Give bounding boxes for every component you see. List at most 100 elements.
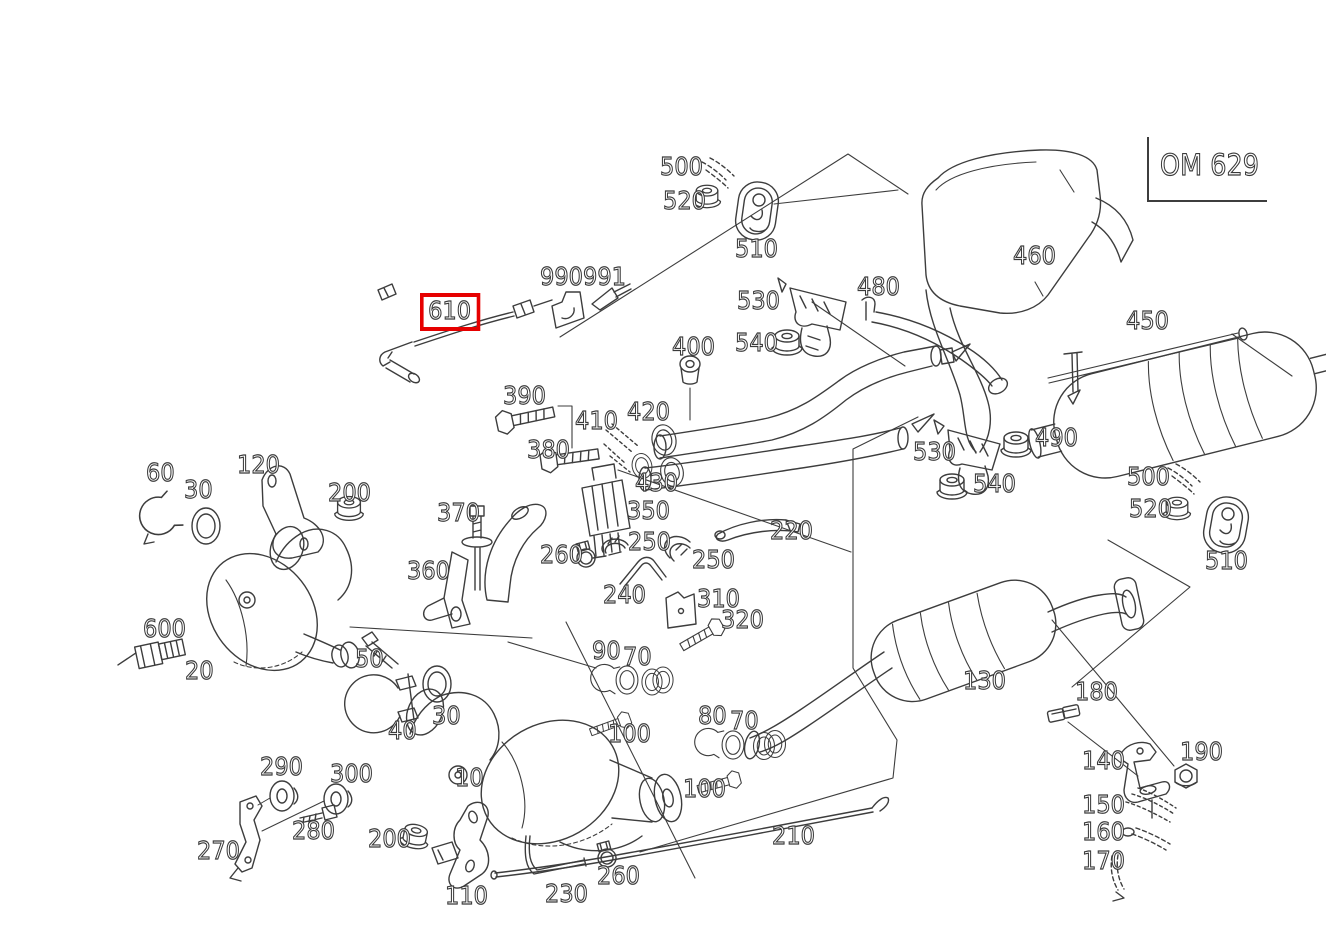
part-label-210[interactable]: 210 [771, 821, 815, 850]
part-label-100[interactable]: 100 [607, 719, 651, 748]
part-label-220[interactable]: 220 [769, 516, 813, 545]
part-label-30[interactable]: 30 [431, 701, 461, 730]
part-label-410[interactable]: 410 [574, 406, 618, 435]
bracket-480-icon [861, 296, 1009, 395]
part-label-200[interactable]: 200 [327, 478, 371, 507]
part-label-400[interactable]: 400 [671, 332, 715, 361]
part-label-360[interactable]: 360 [406, 556, 450, 585]
part-label-70[interactable]: 70 [622, 642, 652, 671]
engine-code-box: OM 629 [1147, 137, 1267, 202]
part-label-520[interactable]: 520 [1128, 494, 1172, 523]
leader-290 [257, 797, 325, 832]
exhaust-sensor-610-drawing [377, 283, 632, 384]
part-label-120[interactable]: 120 [236, 450, 280, 479]
part-label-10[interactable]: 10 [454, 763, 484, 792]
bracket-140-icon [1121, 741, 1171, 819]
part-label-40[interactable]: 40 [387, 716, 417, 745]
part-label-430[interactable]: 430 [634, 468, 678, 497]
part-label-320[interactable]: 320 [720, 605, 764, 634]
center-muffler-130-drawing [743, 577, 1145, 760]
part-label-130[interactable]: 130 [962, 666, 1006, 695]
part-label-110[interactable]: 110 [444, 881, 488, 910]
part-label-160[interactable]: 160 [1081, 817, 1125, 846]
part-label-540[interactable]: 540 [734, 328, 778, 357]
part-label-180[interactable]: 180 [1074, 677, 1118, 706]
frame-lines [349, 153, 1293, 879]
bolt-280-icon [299, 804, 338, 824]
part-label-260[interactable]: 260 [596, 861, 640, 890]
part-label-610-highlighted[interactable]: 610 [420, 293, 481, 332]
part-label-510[interactable]: 510 [1204, 546, 1248, 575]
clamp-250-left-icon [601, 535, 629, 554]
part-label-420[interactable]: 420 [626, 397, 670, 426]
part-label-500[interactable]: 500 [659, 152, 703, 181]
part-label-250[interactable]: 250 [691, 545, 735, 574]
part-label-530[interactable]: 530 [912, 437, 956, 466]
spring-150-icon [1125, 787, 1177, 823]
part-label-150[interactable]: 150 [1081, 790, 1125, 819]
rear-muffler-450-drawing [1028, 327, 1326, 479]
part-label-530[interactable]: 530 [736, 286, 780, 315]
part-label-460[interactable]: 460 [1012, 241, 1056, 270]
oxygen-sensor-600-icon [117, 638, 187, 670]
part-label-540[interactable]: 540 [972, 469, 1016, 498]
part-label-490[interactable]: 490 [1034, 423, 1078, 452]
part-label-280[interactable]: 280 [291, 816, 335, 845]
bolt-50-icon [361, 631, 399, 669]
rubber-hanger-510-left-icon [734, 181, 780, 241]
part-label-520[interactable]: 520 [662, 186, 706, 215]
v-band-clamp-40-icon [343, 673, 419, 734]
part-label-370[interactable]: 370 [436, 498, 480, 527]
part-label-90[interactable]: 90 [591, 636, 621, 665]
part-label-991[interactable]: 991 [582, 262, 626, 291]
part-label-310[interactable]: 310 [696, 584, 740, 613]
stud-bolt-370-icon [461, 505, 493, 591]
part-label-230[interactable]: 230 [544, 879, 588, 908]
bolt-160-icon [1121, 827, 1171, 851]
lever-220-icon [714, 518, 801, 542]
part-label-20[interactable]: 20 [184, 656, 214, 685]
clamp-60-icon [132, 490, 184, 545]
part-label-990[interactable]: 990 [539, 262, 583, 291]
part-label-60[interactable]: 60 [145, 458, 175, 487]
hook-rod-240-icon [619, 556, 667, 588]
part-label-290[interactable]: 290 [259, 752, 303, 781]
part-label-450[interactable]: 450 [1125, 306, 1169, 335]
front-pipes-drawing [638, 343, 971, 492]
part-label-240[interactable]: 240 [602, 580, 646, 609]
part-label-190[interactable]: 190 [1179, 737, 1223, 766]
part-label-30[interactable]: 30 [183, 475, 213, 504]
part-label-260[interactable]: 260 [539, 540, 583, 569]
part-label-390[interactable]: 390 [502, 381, 546, 410]
clamp-250-right-icon [664, 535, 691, 562]
part-label-70[interactable]: 70 [729, 706, 759, 735]
part-label-50[interactable]: 50 [354, 644, 384, 673]
grommet-400-icon [679, 355, 701, 385]
part-label-480[interactable]: 480 [856, 272, 900, 301]
part-label-380[interactable]: 380 [526, 435, 570, 464]
part-label-80[interactable]: 80 [697, 701, 727, 730]
flange-nut-190-icon [1174, 763, 1198, 789]
part-label-300[interactable]: 300 [329, 759, 373, 788]
part-label-350[interactable]: 350 [626, 496, 670, 525]
bracket-270-icon [229, 795, 263, 882]
part-label-170[interactable]: 170 [1081, 846, 1125, 875]
part-label-140[interactable]: 140 [1081, 746, 1125, 775]
bracket-110-icon [431, 801, 490, 889]
part-label-270[interactable]: 270 [196, 836, 240, 865]
part-label-600[interactable]: 600 [142, 614, 186, 643]
bracket-530-left-icon [777, 277, 847, 357]
clip-180-icon [1046, 704, 1081, 723]
pin-170-icon [1110, 854, 1125, 902]
spring-clip-500-left-icon [701, 157, 735, 189]
part-label-250[interactable]: 250 [627, 527, 671, 556]
part-label-510[interactable]: 510 [734, 234, 778, 263]
part-label-500[interactable]: 500 [1126, 462, 1170, 491]
part-label-100[interactable]: 100 [682, 774, 726, 803]
bracket-120-icon [261, 465, 324, 559]
part-label-200[interactable]: 200 [367, 824, 411, 853]
bushing-290-icon [269, 780, 299, 812]
clip-plate-310-icon [665, 591, 697, 629]
